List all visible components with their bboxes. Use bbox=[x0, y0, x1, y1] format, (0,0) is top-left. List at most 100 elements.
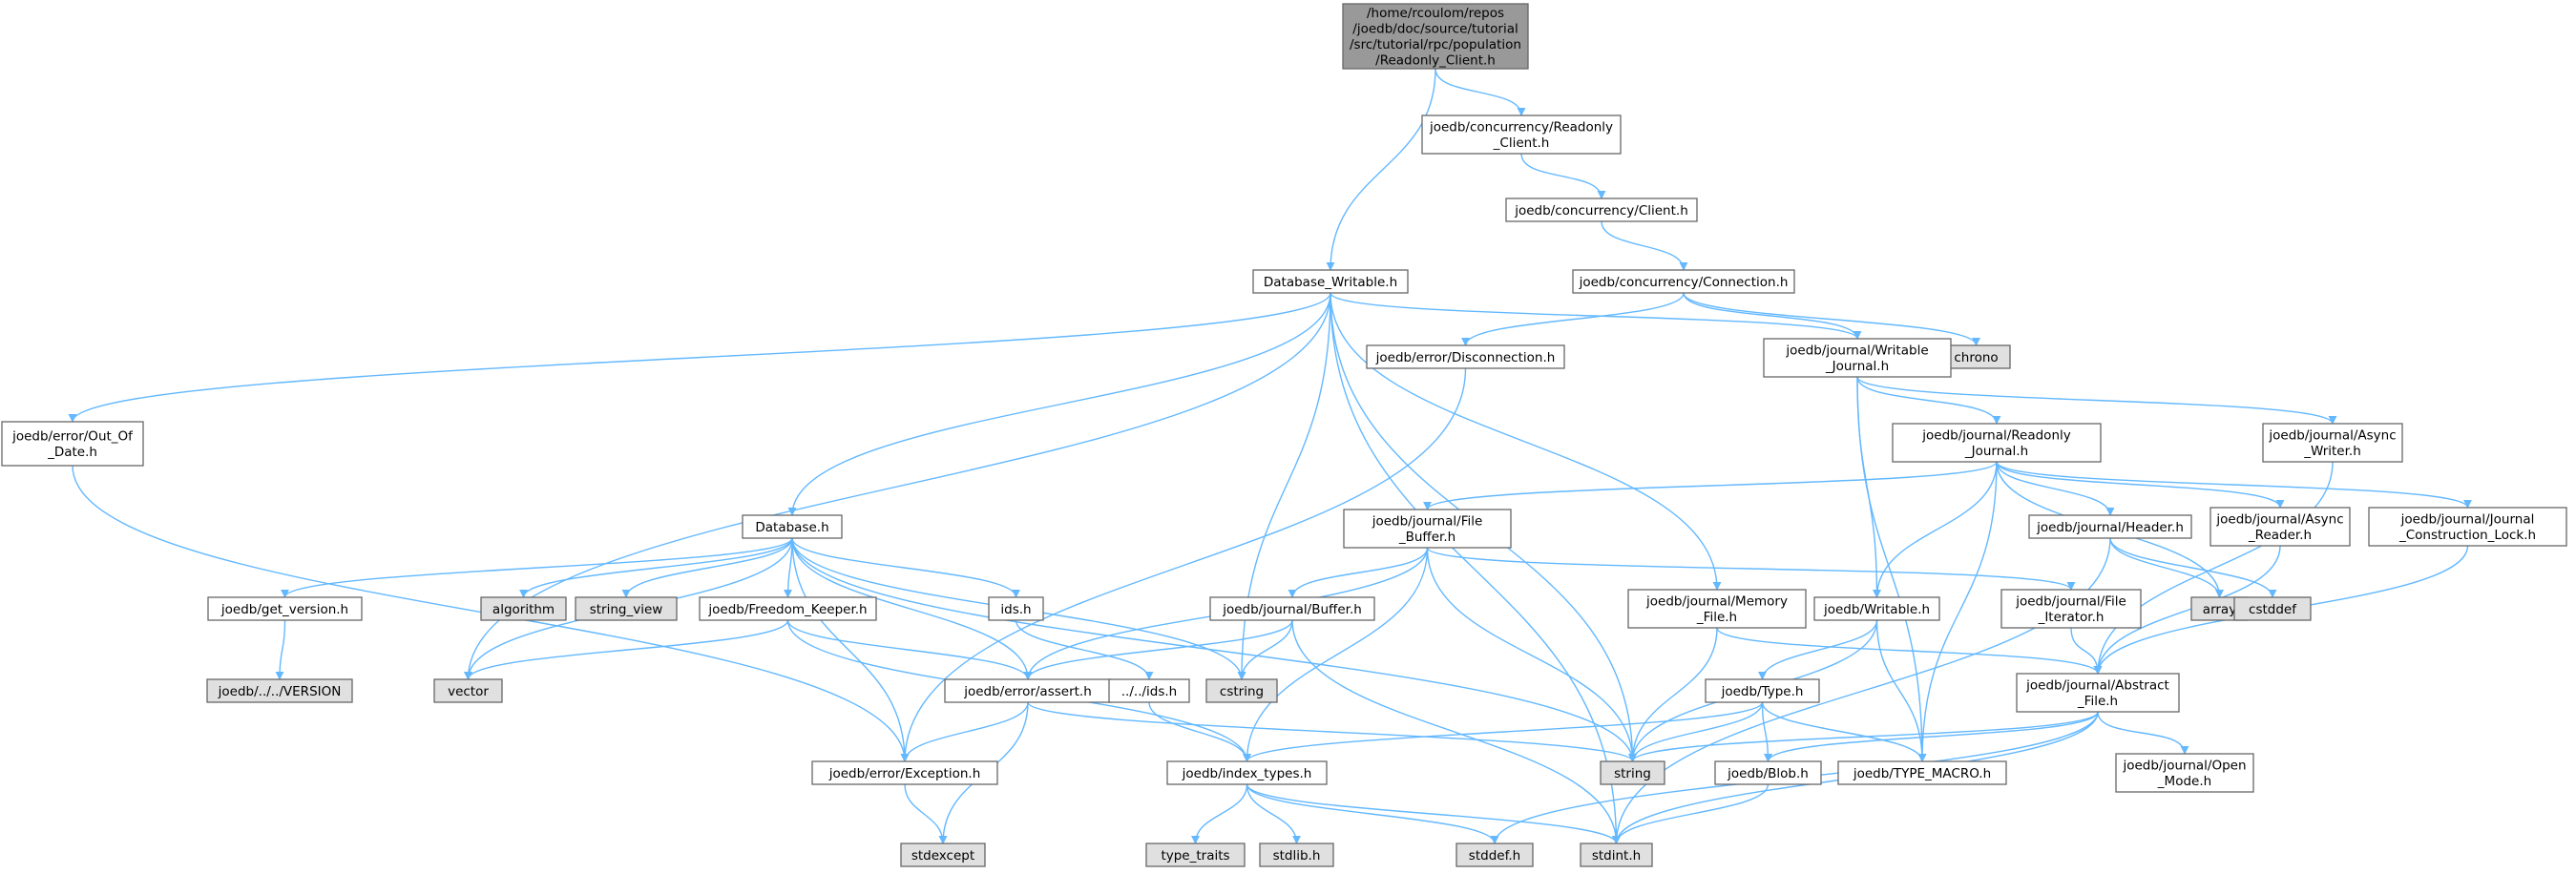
node-stdexcept: stdexcept bbox=[900, 843, 986, 867]
edge-freedom-keeper-to-assert-h bbox=[786, 619, 1033, 680]
node-readonly-journal-label: joedb/journal/Readonly bbox=[1921, 428, 2071, 444]
node-async-reader[interactable]: joedb/journal/Async_Reader.h bbox=[2209, 507, 2351, 547]
node-ids-h[interactable]: ids.h bbox=[988, 596, 1044, 621]
node-assert-h[interactable]: joedb/error/assert.h bbox=[944, 678, 1112, 703]
node-writable-journal-box bbox=[1763, 338, 1952, 378]
node-version-file-box bbox=[206, 678, 353, 703]
edge-assert-h-to-exception-h bbox=[900, 701, 1029, 762]
node-type-macro[interactable]: joedb/TYPE_MACRO.h bbox=[1837, 760, 2007, 785]
node-type-h[interactable]: joedb/Type.h bbox=[1705, 678, 1820, 703]
node-error-disconnection[interactable]: joedb/error/Disconnection.h bbox=[1366, 344, 1565, 369]
node-database-h[interactable]: Database.h bbox=[742, 514, 843, 539]
edge-file-buffer-to-buffer-h bbox=[1288, 547, 1429, 598]
node-exception-h-label: joedb/error/Exception.h bbox=[828, 766, 981, 781]
node-vector: vector bbox=[433, 678, 503, 703]
node-cstddef: cstddef bbox=[2233, 596, 2312, 621]
node-writable-h[interactable]: joedb/Writable.h bbox=[1813, 596, 1940, 621]
edge-conc-connection-to-writable-journal bbox=[1683, 292, 1862, 340]
edge-database-writable-to-cstring bbox=[1237, 292, 1331, 680]
edge-writable-journal-to-async-writer bbox=[1856, 376, 2337, 425]
node-open-mode-label: joedb/journal/Open bbox=[2122, 759, 2246, 774]
node-error-disconnection-box bbox=[1366, 344, 1565, 369]
node-stddef-h-label: stddef.h bbox=[1469, 848, 1520, 864]
node-writable-journal-label: _Journal.h bbox=[1825, 359, 1889, 374]
node-stdlib-h-box bbox=[1259, 843, 1334, 867]
edge-header-h-to-cstddef bbox=[2109, 537, 2277, 598]
node-ids-h-label: ids.h bbox=[1000, 602, 1031, 617]
node-type-traits-label: type_traits bbox=[1161, 848, 1229, 864]
node-freedom-keeper-box bbox=[699, 596, 877, 621]
node-open-mode[interactable]: joedb/journal/Open_Mode.h bbox=[2115, 753, 2254, 793]
node-stddef-h: stddef.h bbox=[1456, 843, 1534, 867]
node-database-h-box bbox=[742, 514, 843, 539]
node-string: string bbox=[1600, 760, 1665, 785]
node-conc-connection[interactable]: joedb/concurrency/Connection.h bbox=[1572, 269, 1795, 294]
node-async-writer[interactable]: joedb/journal/Async_Writer.h bbox=[2262, 423, 2403, 463]
node-abstract-file[interactable]: joedb/journal/Abstract_File.h bbox=[2016, 673, 2180, 713]
edge-readonly-journal-to-header-h bbox=[1996, 461, 2115, 516]
node-memory-file[interactable]: joedb/journal/Memory_File.h bbox=[1627, 589, 1807, 629]
node-freedom-keeper[interactable]: joedb/Freedom_Keeper.h bbox=[699, 596, 877, 621]
edge-readonly-journal-to-construction-lock bbox=[1996, 461, 2472, 509]
edge-blob-h-to-stdint-h bbox=[1612, 783, 1770, 844]
node-index-types[interactable]: joedb/index_types.h bbox=[1166, 760, 1328, 785]
edge-conc-client-to-conc-connection bbox=[1601, 220, 1688, 271]
node-assert-h-box bbox=[944, 678, 1112, 703]
node-conc-client[interactable]: joedb/concurrency/Client.h bbox=[1505, 198, 1698, 222]
node-freedom-keeper-label: joedb/Freedom_Keeper.h bbox=[707, 602, 867, 617]
node-file-iterator-label: joedb/journal/File bbox=[2015, 594, 2126, 610]
node-blob-h[interactable]: joedb/Blob.h bbox=[1714, 760, 1822, 785]
node-conc-client-box bbox=[1505, 198, 1698, 222]
node-dotdot-ids[interactable]: ../../ids.h bbox=[1108, 678, 1190, 703]
edge-readonly-journal-to-type-macro bbox=[1917, 461, 1998, 762]
node-abstract-file-label: _File.h bbox=[2077, 694, 2118, 709]
node-vector-label: vector bbox=[448, 684, 489, 699]
node-stdint-h-label: stdint.h bbox=[1592, 848, 1641, 864]
edge-conc-readonly-client-to-conc-client bbox=[1520, 153, 1606, 199]
node-database-h-label: Database.h bbox=[755, 520, 828, 535]
node-dotdot-ids-label: ../../ids.h bbox=[1121, 684, 1177, 699]
node-file-buffer[interactable]: joedb/journal/File_Buffer.h bbox=[1343, 509, 1512, 549]
edge-async-reader-to-abstract-file bbox=[2093, 545, 2281, 675]
edge-memory-file-to-abstract-file bbox=[1716, 627, 2103, 675]
node-database-writable-label: Database_Writable.h bbox=[1264, 275, 1397, 290]
edge-database-h-to-get-version bbox=[281, 537, 793, 598]
edge-ids-h-to-dotdot-ids bbox=[1015, 619, 1154, 680]
node-buffer-h[interactable]: joedb/journal/Buffer.h bbox=[1209, 596, 1375, 621]
node-file-iterator[interactable]: joedb/journal/File_Iterator.h bbox=[2000, 589, 2142, 629]
node-header-h-box bbox=[2028, 514, 2192, 539]
edge-database-writable-to-vector bbox=[464, 292, 1331, 680]
node-error-out-of-date[interactable]: joedb/error/Out_Of_Date.h bbox=[1, 421, 144, 467]
edge-async-writer-to-abstract-file bbox=[2093, 461, 2334, 675]
node-get-version-label: joedb/get_version.h bbox=[220, 602, 348, 617]
node-conc-readonly-client[interactable]: joedb/concurrency/Readonly_Client.h bbox=[1421, 114, 1622, 155]
node-root[interactable]: /home/rcoulom/repos/joedb/doc/source/tut… bbox=[1342, 3, 1529, 70]
node-cstddef-label: cstddef bbox=[2249, 602, 2297, 617]
edge-writable-journal-to-readonly-journal bbox=[1856, 376, 2001, 425]
node-async-reader-label: joedb/journal/Async bbox=[2215, 512, 2343, 528]
node-root-label: /Readonly_Client.h bbox=[1375, 53, 1496, 69]
node-get-version[interactable]: joedb/get_version.h bbox=[207, 596, 363, 621]
node-file-buffer-label: joedb/journal/File bbox=[1372, 514, 1483, 530]
edge-database-writable-to-database-h bbox=[787, 292, 1331, 516]
node-open-mode-label: _Mode.h bbox=[2157, 774, 2211, 789]
edge-abstract-file-to-string bbox=[1628, 711, 2099, 762]
node-algorithm: algorithm bbox=[480, 596, 567, 621]
node-cstring-box bbox=[1205, 678, 1278, 703]
node-buffer-h-box bbox=[1209, 596, 1375, 621]
node-assert-h-label: joedb/error/assert.h bbox=[963, 684, 1092, 699]
node-file-buffer-box bbox=[1343, 509, 1512, 549]
node-database-writable[interactable]: Database_Writable.h bbox=[1252, 269, 1409, 294]
node-readonly-journal[interactable]: joedb/journal/Readonly_Journal.h bbox=[1892, 423, 2102, 463]
node-header-h[interactable]: joedb/journal/Header.h bbox=[2028, 514, 2192, 539]
edges-layer bbox=[68, 68, 2472, 844]
edge-readonly-journal-to-file-buffer bbox=[1423, 461, 1998, 510]
node-writable-h-label: joedb/Writable.h bbox=[1823, 602, 1930, 617]
node-exception-h[interactable]: joedb/error/Exception.h bbox=[811, 760, 998, 785]
node-writable-journal[interactable]: joedb/journal/Writable_Journal.h bbox=[1763, 338, 1952, 378]
edge-database-h-to-exception-h bbox=[791, 537, 910, 762]
edge-type-h-to-index-types bbox=[1243, 701, 1764, 762]
edge-database-h-to-assert-h bbox=[791, 537, 1033, 680]
node-string-view-box bbox=[575, 596, 678, 621]
node-construction-lock[interactable]: joedb/journal/Journal_Construction_Lock.… bbox=[2368, 507, 2567, 547]
